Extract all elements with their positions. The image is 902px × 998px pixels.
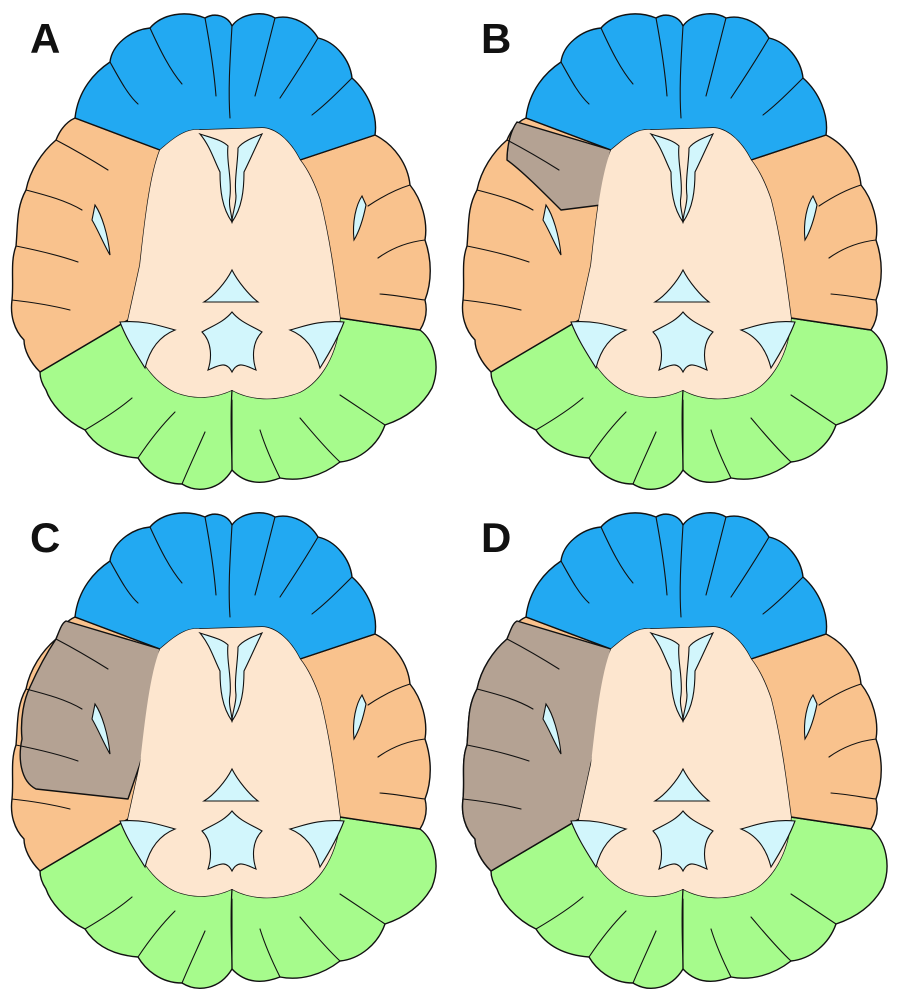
- brain-section: [463, 14, 888, 489]
- panel-b: B: [451, 0, 902, 499]
- midline: [231, 889, 232, 969]
- midline: [682, 889, 683, 969]
- panel-c: C: [0, 499, 451, 998]
- panel-label: D: [481, 517, 511, 559]
- panel-label: A: [30, 18, 60, 60]
- midline: [231, 390, 232, 470]
- panel-d: D: [451, 499, 902, 998]
- brain-section: [12, 513, 437, 988]
- brain-diagram: [0, 499, 451, 998]
- panel-a: A: [0, 0, 451, 499]
- brain-diagram: [0, 0, 451, 499]
- panel-label: C: [30, 517, 60, 559]
- brain-diagram: [451, 0, 902, 499]
- brain-diagram: [451, 499, 902, 998]
- brain-section: [12, 14, 437, 489]
- brain-section: [463, 513, 888, 988]
- panel-label: B: [481, 18, 511, 60]
- midline: [682, 390, 683, 470]
